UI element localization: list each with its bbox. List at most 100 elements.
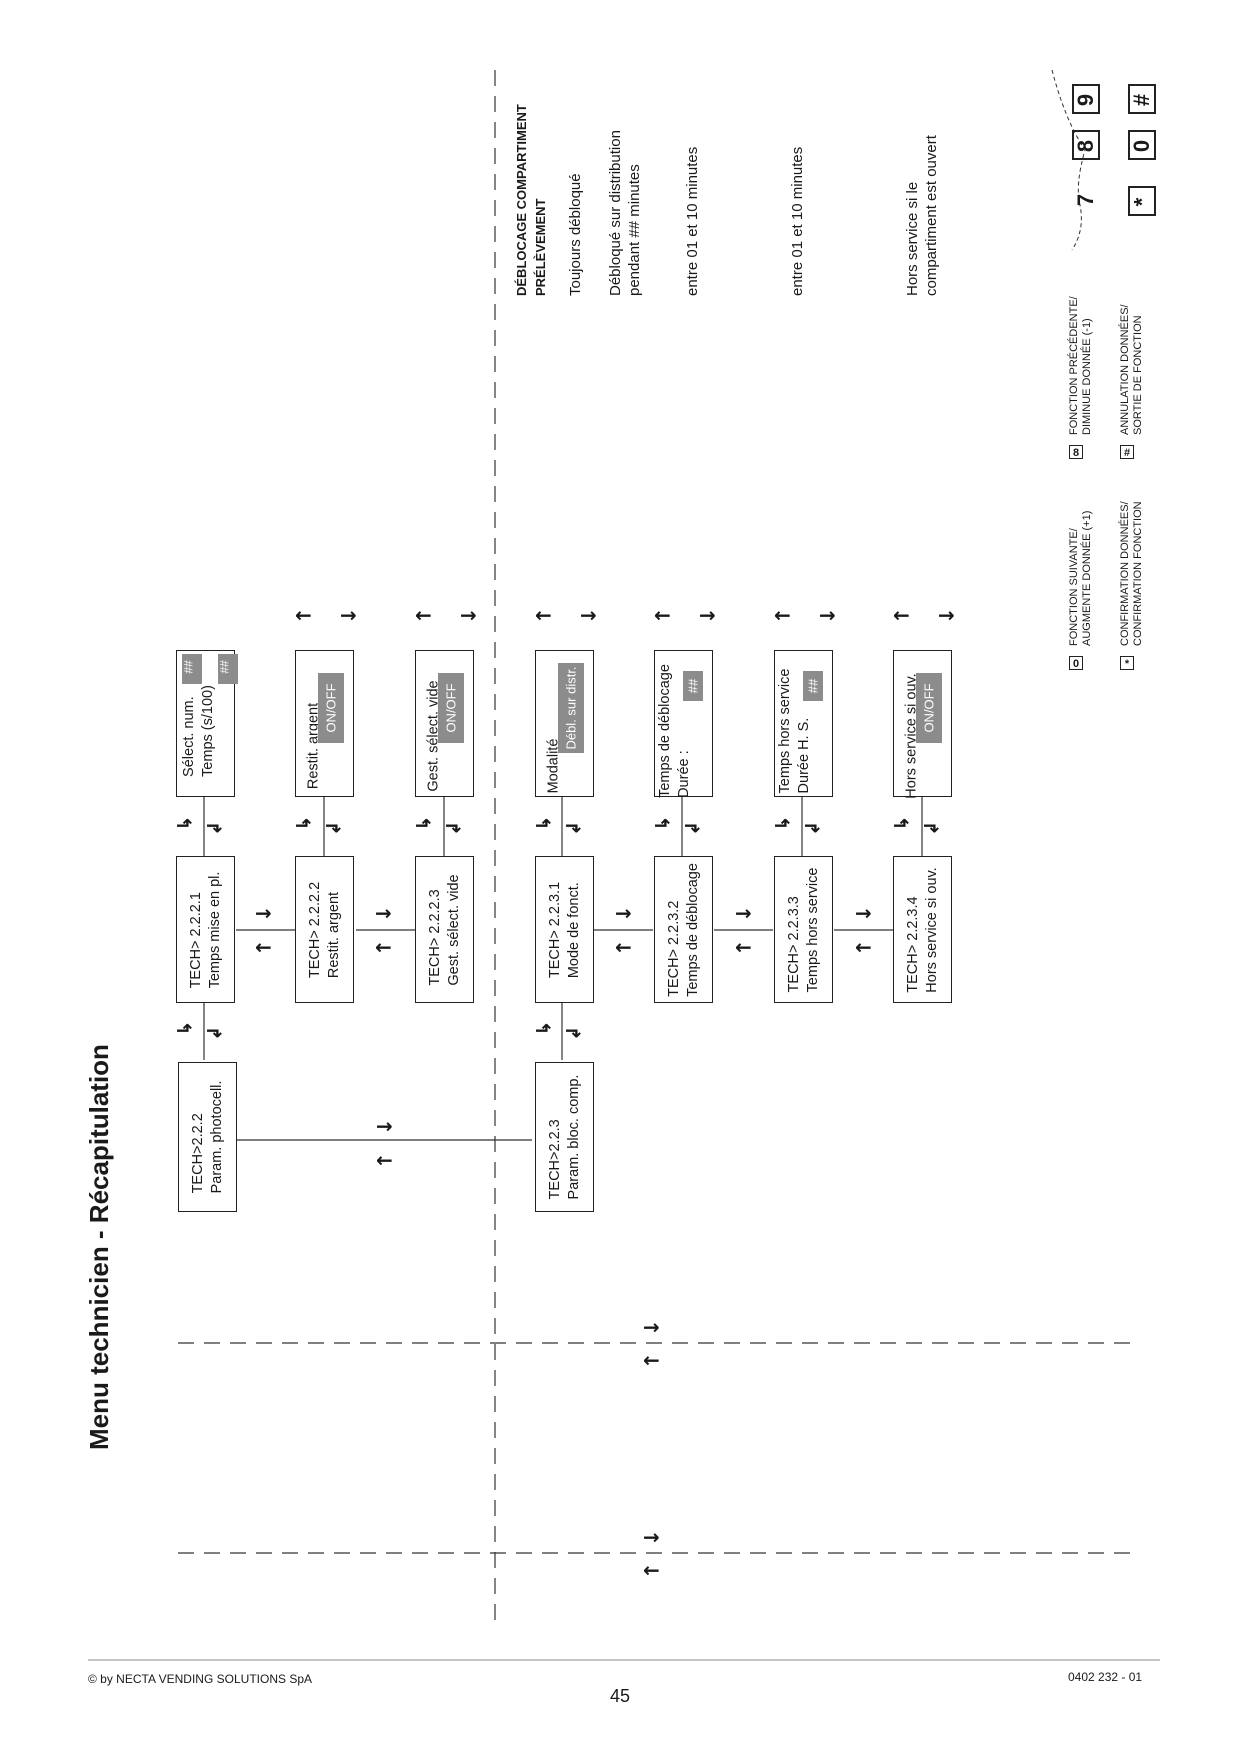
right-arrow-icon: →: [819, 603, 836, 627]
down-arrow-icon: ⬎: [206, 1018, 223, 1042]
value-badge: ##: [683, 671, 703, 701]
menu-label: Temps mise en pl.: [206, 871, 223, 988]
desc-line: pendant ## minutes: [626, 164, 643, 296]
down-arrow-icon: ⬎: [565, 1018, 582, 1042]
detail-label: Temps (s/100): [200, 685, 216, 777]
desc-line: compartiment est ouvert: [923, 135, 940, 296]
keypad-9-icon: 9: [1072, 84, 1100, 114]
menu-code: TECH> 2.2.3.2: [665, 900, 682, 997]
right-arrow-icon: →: [580, 603, 597, 627]
left-arrow-icon: ←: [376, 1148, 393, 1172]
right-arrow-icon: →: [460, 603, 477, 627]
up-arrow-icon: ⬏: [535, 1018, 552, 1042]
right-arrow-icon: →: [375, 901, 392, 925]
detail-box-2234[interactable]: Hors service si ouv. ON/OFF: [893, 650, 952, 799]
value-badge: ON/OFF: [438, 673, 464, 743]
left-arrow-icon: ←: [415, 603, 432, 627]
left-arrow-icon: ←: [893, 603, 910, 627]
menu-label: Temps hors service: [804, 867, 821, 992]
right-arrow-icon: →: [643, 1315, 660, 1339]
legend-k0-text: FONCTION SUIVANTE/AUGMENTE DONNÉE (+1): [1068, 510, 1093, 646]
keypad-8-icon: 8: [1072, 130, 1100, 160]
desc-always: Toujours débloqué: [567, 173, 584, 296]
right-arrow-icon: →: [938, 603, 955, 627]
detail-box-2231[interactable]: Modalité Débl. sur distr.: [535, 650, 594, 797]
menu-label: Param. photocell.: [208, 1080, 225, 1194]
right-arrow-icon: →: [255, 901, 272, 925]
desc-on-distr: Débloqué sur distribution pendant ## min…: [606, 130, 644, 296]
left-arrow-icon: ←: [855, 935, 872, 959]
detail-label: Temps hors service: [777, 668, 793, 794]
value-badge: ON/OFF: [318, 673, 344, 743]
up-arrow-icon: ⬏: [176, 1018, 193, 1042]
up-arrow-icon: ⬏: [535, 813, 552, 837]
value-badge: ##: [803, 671, 823, 701]
left-arrow-icon: ←: [615, 935, 632, 959]
menu-code: TECH> 2.2.3.3: [785, 895, 802, 992]
desc-range-1: entre 01 et 10 minutes: [684, 146, 701, 296]
left-arrow-icon: ←: [535, 603, 552, 627]
menu-label: Gest. sélect. vide: [445, 873, 462, 986]
menu-label: Param. bloc. comp.: [565, 1074, 582, 1200]
detail-box-2223[interactable]: Gest. sélect. vide ON/OFF: [415, 650, 474, 797]
detail-label: Temps de déblocage: [657, 664, 673, 798]
left-arrow-icon: ←: [774, 603, 791, 627]
right-arrow-icon: →: [855, 901, 872, 925]
up-arrow-icon: ⬏: [654, 813, 671, 837]
key-0-icon: 0: [1069, 656, 1083, 670]
key-star-icon: *: [1120, 656, 1134, 670]
heading-line: DÉBLOCAGE COMPARTIMENT: [514, 104, 529, 296]
desc-heading: DÉBLOCAGE COMPARTIMENT PRÉLÈVEMENT: [512, 104, 550, 296]
right-arrow-icon: →: [376, 1114, 393, 1138]
legend-kstar-text: CONFIRMATION DONNÉES/CONFIRMATION FONCTI…: [1119, 501, 1144, 646]
menu-code: TECH> 2.2.2.2: [306, 881, 323, 978]
menu-code: TECH>2.2.3: [546, 1119, 563, 1200]
menu-label: Mode de fonct.: [565, 881, 582, 978]
desc-line: Hors service si le: [904, 181, 921, 296]
down-arrow-icon: ⬎: [923, 813, 940, 837]
menu-label: Hors service si ouv.: [923, 866, 940, 993]
detail-box-2222[interactable]: Restit. argent ON/OFF: [295, 650, 354, 797]
menu-code: TECH>2.2.2: [189, 1113, 206, 1194]
value-burst: ##: [172, 648, 212, 690]
left-arrow-icon: ←: [375, 935, 392, 959]
left-arrow-icon: ←: [643, 1348, 660, 1372]
down-arrow-icon: ⬎: [325, 813, 342, 837]
value-text: ##: [181, 660, 196, 674]
left-arrow-icon: ←: [255, 935, 272, 959]
right-arrow-icon: →: [735, 901, 752, 925]
legend-k8-text: FONCTION PRÉCÉDENTE/DIMINUE DONNÉE (-1): [1068, 296, 1093, 435]
up-arrow-icon: ⬏: [295, 813, 312, 837]
right-arrow-icon: →: [340, 603, 357, 627]
key-8-icon: 8: [1069, 445, 1083, 459]
desc-hors: Hors service si le compartiment est ouve…: [903, 135, 941, 296]
menu-code: TECH> 2.2.2.3: [426, 888, 443, 986]
footer-copyright: © by NECTA VENDING SOLUTIONS SpA: [88, 1672, 313, 1686]
down-arrow-icon: ⬎: [206, 813, 223, 837]
page-number: 45: [610, 1686, 631, 1706]
footer-doc-ref: 0402 232 - 01: [1068, 1670, 1143, 1684]
desc-range-2: entre 01 et 10 minutes: [789, 146, 806, 296]
up-arrow-icon: ⬏: [415, 813, 432, 837]
key-hash-icon: #: [1120, 445, 1134, 459]
heading-line: PRÉLÈVEMENT: [533, 198, 548, 296]
keypad-star-icon: *: [1128, 186, 1156, 216]
detail-label: Sélect. num.: [181, 696, 197, 777]
menu-code: TECH> 2.2.2.1: [187, 891, 204, 988]
left-arrow-icon: ←: [643, 1558, 660, 1582]
keypad-7-icon: 7: [1073, 193, 1098, 207]
menu-label: Restit. argent: [325, 891, 342, 978]
menu-code: TECH> 2.2.3.1: [546, 881, 563, 978]
